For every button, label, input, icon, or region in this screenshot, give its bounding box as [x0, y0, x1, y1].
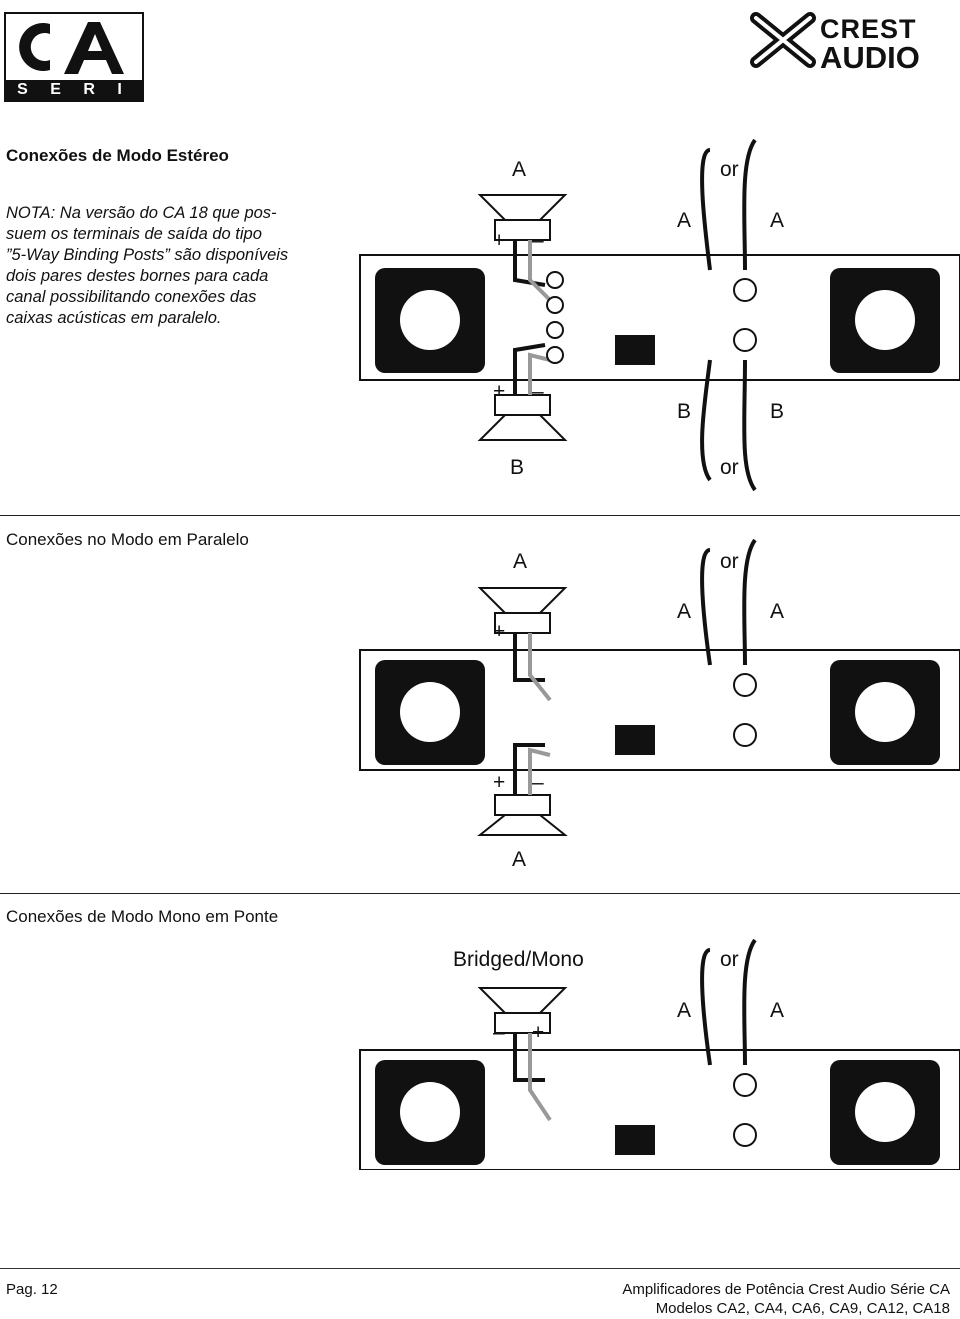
label-minus-bot: – — [532, 380, 544, 403]
stereo-title: Conexões de Modo Estéreo — [6, 146, 229, 165]
bridge-title: Conexões de Modo Mono em Ponte — [6, 907, 279, 926]
label-in-b2: B — [770, 400, 785, 423]
stereo-diagram — [359, 138, 960, 492]
speaker-top-icon — [477, 587, 568, 614]
label-b-bottom: B — [510, 456, 525, 479]
speaker-bottom-icon — [477, 814, 568, 836]
label-plus: + — [532, 1021, 545, 1044]
footer-line2: Modelos CA2, CA4, CA6, CA9, CA12, CA18 — [655, 1300, 950, 1317]
footer-line1: Amplificadores de Potência Crest Audio S… — [622, 1281, 950, 1298]
speaker-top-icon — [477, 194, 568, 241]
note-line: suem os terminais de saída do tipo — [6, 225, 262, 243]
series-text: S E R I E S — [6, 80, 142, 118]
note-line: canal possibilitando conexões das — [6, 288, 257, 306]
label-or-bottom: or — [720, 456, 739, 479]
label-a-top: A — [513, 550, 528, 573]
label-in-a1: A — [677, 600, 692, 623]
footer-divider — [0, 1268, 960, 1269]
speaker-icon — [477, 987, 568, 1014]
label-in-b1: B — [677, 400, 692, 423]
parallel-title: Conexões no Modo em Paralelo — [6, 530, 249, 549]
ca-logo-graphic — [19, 22, 124, 74]
note-line: dois pares destes bornes para cada — [6, 267, 269, 285]
parallel-diagram — [359, 538, 960, 836]
label-in-a1: A — [677, 999, 692, 1022]
label-in-a1: A — [677, 209, 692, 232]
label-or-top: or — [720, 158, 739, 181]
label-plus-bot: + — [493, 380, 506, 403]
label-minus-bot: – — [532, 771, 544, 794]
label-or-top: or — [720, 948, 739, 971]
crest-audio-logo: CREST AUDIO — [750, 12, 955, 75]
brand-crest: CREST — [820, 14, 917, 44]
label-plus-top: + — [493, 620, 506, 643]
ca-series-logo: S E R I E S — [4, 12, 144, 118]
divider — [0, 515, 960, 516]
brand-audio: AUDIO — [820, 40, 920, 75]
label-plus-bot: + — [493, 771, 506, 794]
label-or-top: or — [720, 550, 739, 573]
label-a-top: A — [512, 158, 527, 181]
label-in-a2: A — [770, 600, 785, 623]
label-plus-top: + — [493, 229, 506, 252]
note-line: ”5-Way Binding Posts” são disponíveis — [6, 246, 289, 264]
label-in-a2: A — [770, 999, 785, 1022]
speaker-bottom-icon — [477, 394, 568, 441]
label-minus-top: – — [532, 620, 544, 643]
label-in-a2: A — [770, 209, 785, 232]
note-line: NOTA: Na versão do CA 18 que pos- — [6, 204, 277, 222]
page-number: Pag. 12 — [6, 1281, 58, 1298]
crest-x-icon — [750, 12, 816, 68]
divider — [0, 893, 960, 894]
note-line: caixas acústicas em paralelo. — [6, 309, 222, 327]
label-minus: – — [493, 1021, 505, 1044]
label-bridged-mono: Bridged/Mono — [453, 948, 584, 971]
bridge-diagram — [359, 938, 960, 1170]
label-minus-top: – — [532, 229, 544, 252]
label-a-bottom: A — [512, 848, 527, 871]
stereo-note: NOTA: Na versão do CA 18 que pos- suem o… — [6, 203, 326, 329]
